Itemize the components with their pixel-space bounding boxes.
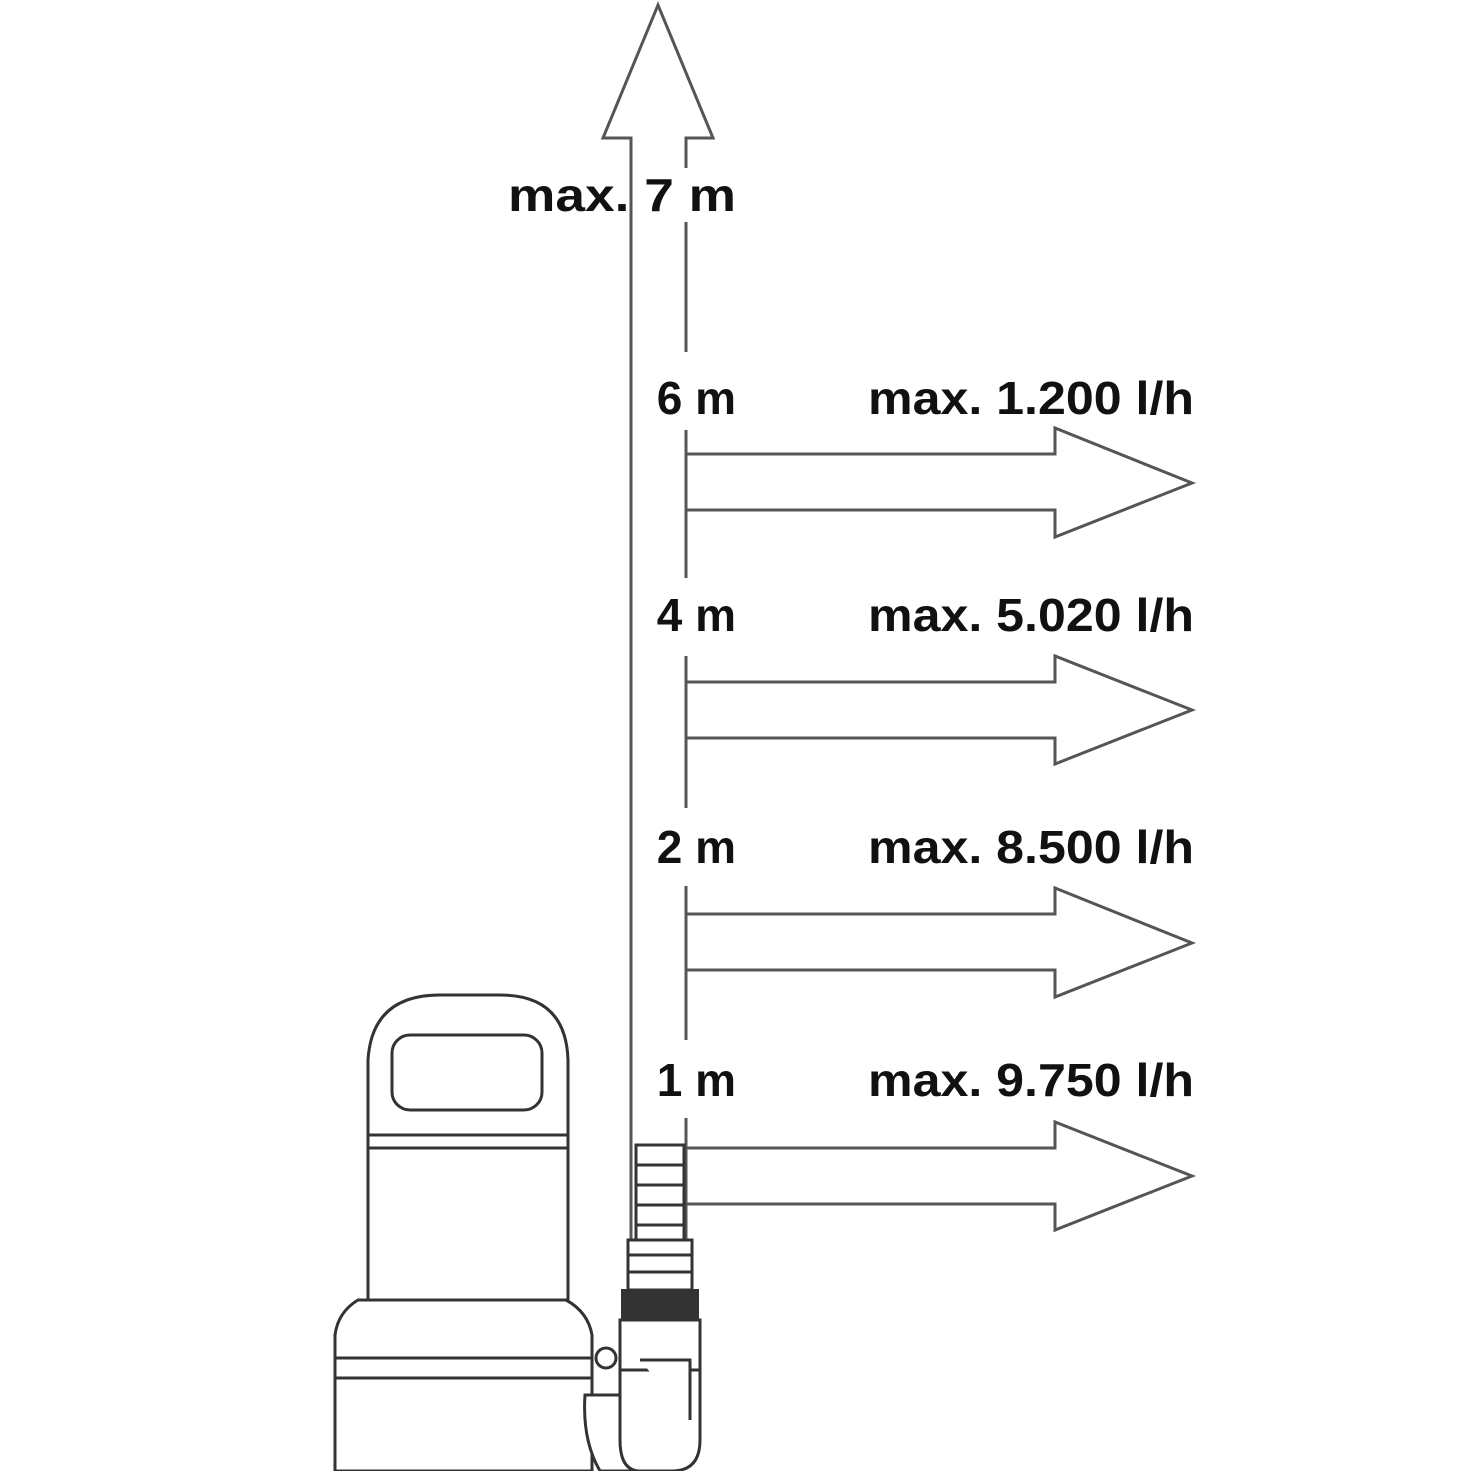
level-height-label: 1 m	[657, 1054, 736, 1106]
level-height-label: 4 m	[657, 589, 736, 641]
level-height-label: 2 m	[657, 821, 736, 873]
level-flow-label: max. 9.750 l/h	[868, 1054, 1194, 1106]
level-flow-label: max. 1.200 l/h	[868, 372, 1194, 424]
level-flow-label: max. 8.500 l/h	[868, 821, 1194, 873]
level-flow-label: max. 5.020 l/h	[868, 589, 1194, 641]
submersible-pump-icon	[333, 993, 662, 1471]
hose-connector-icon	[618, 1143, 702, 1471]
flow-arrow-1m	[684, 1119, 1197, 1233]
flow-arrow-6m	[684, 425, 1197, 540]
max-head-label: max. 7 m	[508, 169, 736, 221]
flow-arrow-4m	[684, 653, 1197, 767]
level-height-label: 6 m	[657, 372, 736, 424]
flow-arrow-2m	[684, 885, 1197, 1000]
